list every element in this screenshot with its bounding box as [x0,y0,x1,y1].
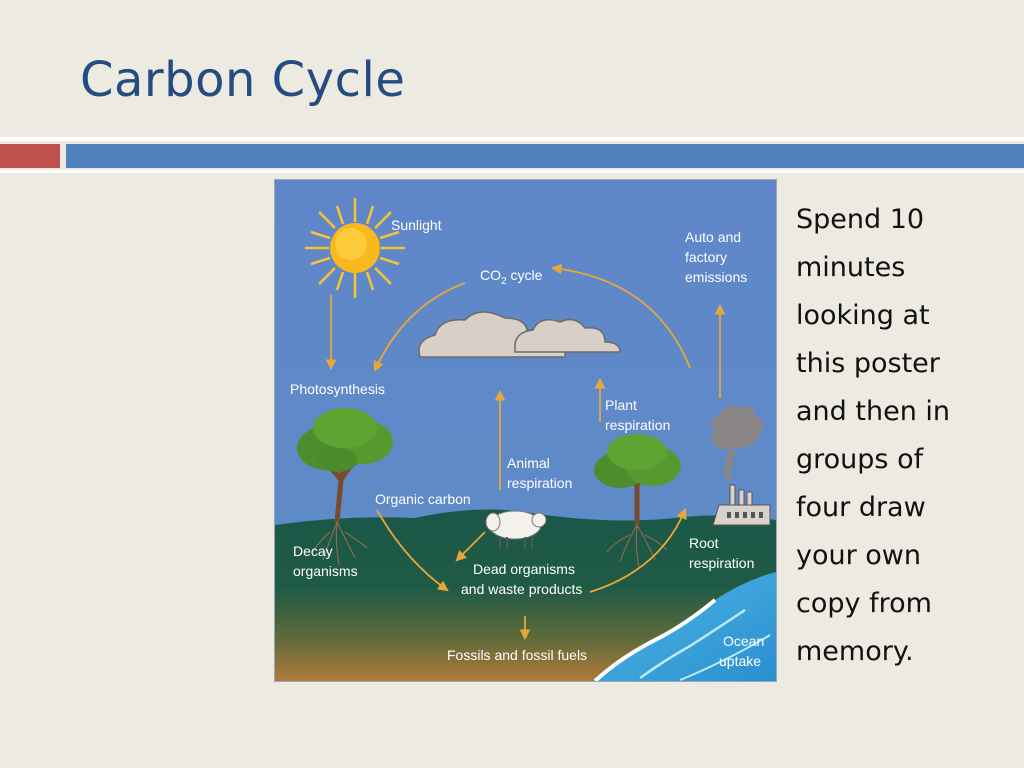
ocean-shore-foam [593,598,717,681]
label-dead-organisms: Dead organisms and waste products [461,561,582,597]
title-rule-bottom [0,170,1024,173]
ground [275,509,776,681]
tree-right-icon [594,434,681,569]
label-animal-respiration: Animal respiration [507,455,572,491]
slide-title: Carbon Cycle [80,52,406,108]
label-plant-respiration: Plant respiration [605,397,670,433]
body-text: Spend 10 minutes looking at this poster … [796,204,950,667]
sun-icon [305,198,405,298]
cloud-icon [418,311,621,358]
ocean [595,572,776,681]
label-root-respiration: Root respiration [689,535,754,571]
label-ocean-uptake: Ocean uptake [719,633,768,669]
arrow-organic-to-dead [376,509,449,592]
label-auto-emissions: Auto and factory emissions [685,229,747,285]
sheep-icon [485,510,547,549]
tree-left-icon [297,408,393,566]
arrow-plant-respiration-to-co2 [550,263,691,369]
label-decay-organisms: Decay organisms [293,543,358,579]
title-rule-top [0,137,1024,141]
label-organic-carbon: Organic carbon [375,491,471,507]
carbon-cycle-svg: Sunlight CO2 cycle Auto and factory emis… [275,180,776,681]
label-fossils: Fossils and fossil fuels [447,647,587,663]
ocean-wave-line [639,608,746,680]
ocean-wave-line-2 [679,634,771,681]
label-sunlight: Sunlight [391,217,442,233]
arrow-sheep-to-dead [455,531,486,562]
title-rule-accent-red [0,144,60,168]
arrow-dead-to-root [589,508,687,593]
title-rule-accent-blue [66,144,1024,168]
arrow-co2-to-photosynthesis [373,282,466,372]
label-photosynthesis: Photosynthesis [290,381,385,397]
label-co2-cycle: CO2 cycle [480,267,543,287]
carbon-cycle-diagram: Sunlight CO2 cycle Auto and factory emis… [274,179,777,682]
factory-icon [711,406,771,526]
